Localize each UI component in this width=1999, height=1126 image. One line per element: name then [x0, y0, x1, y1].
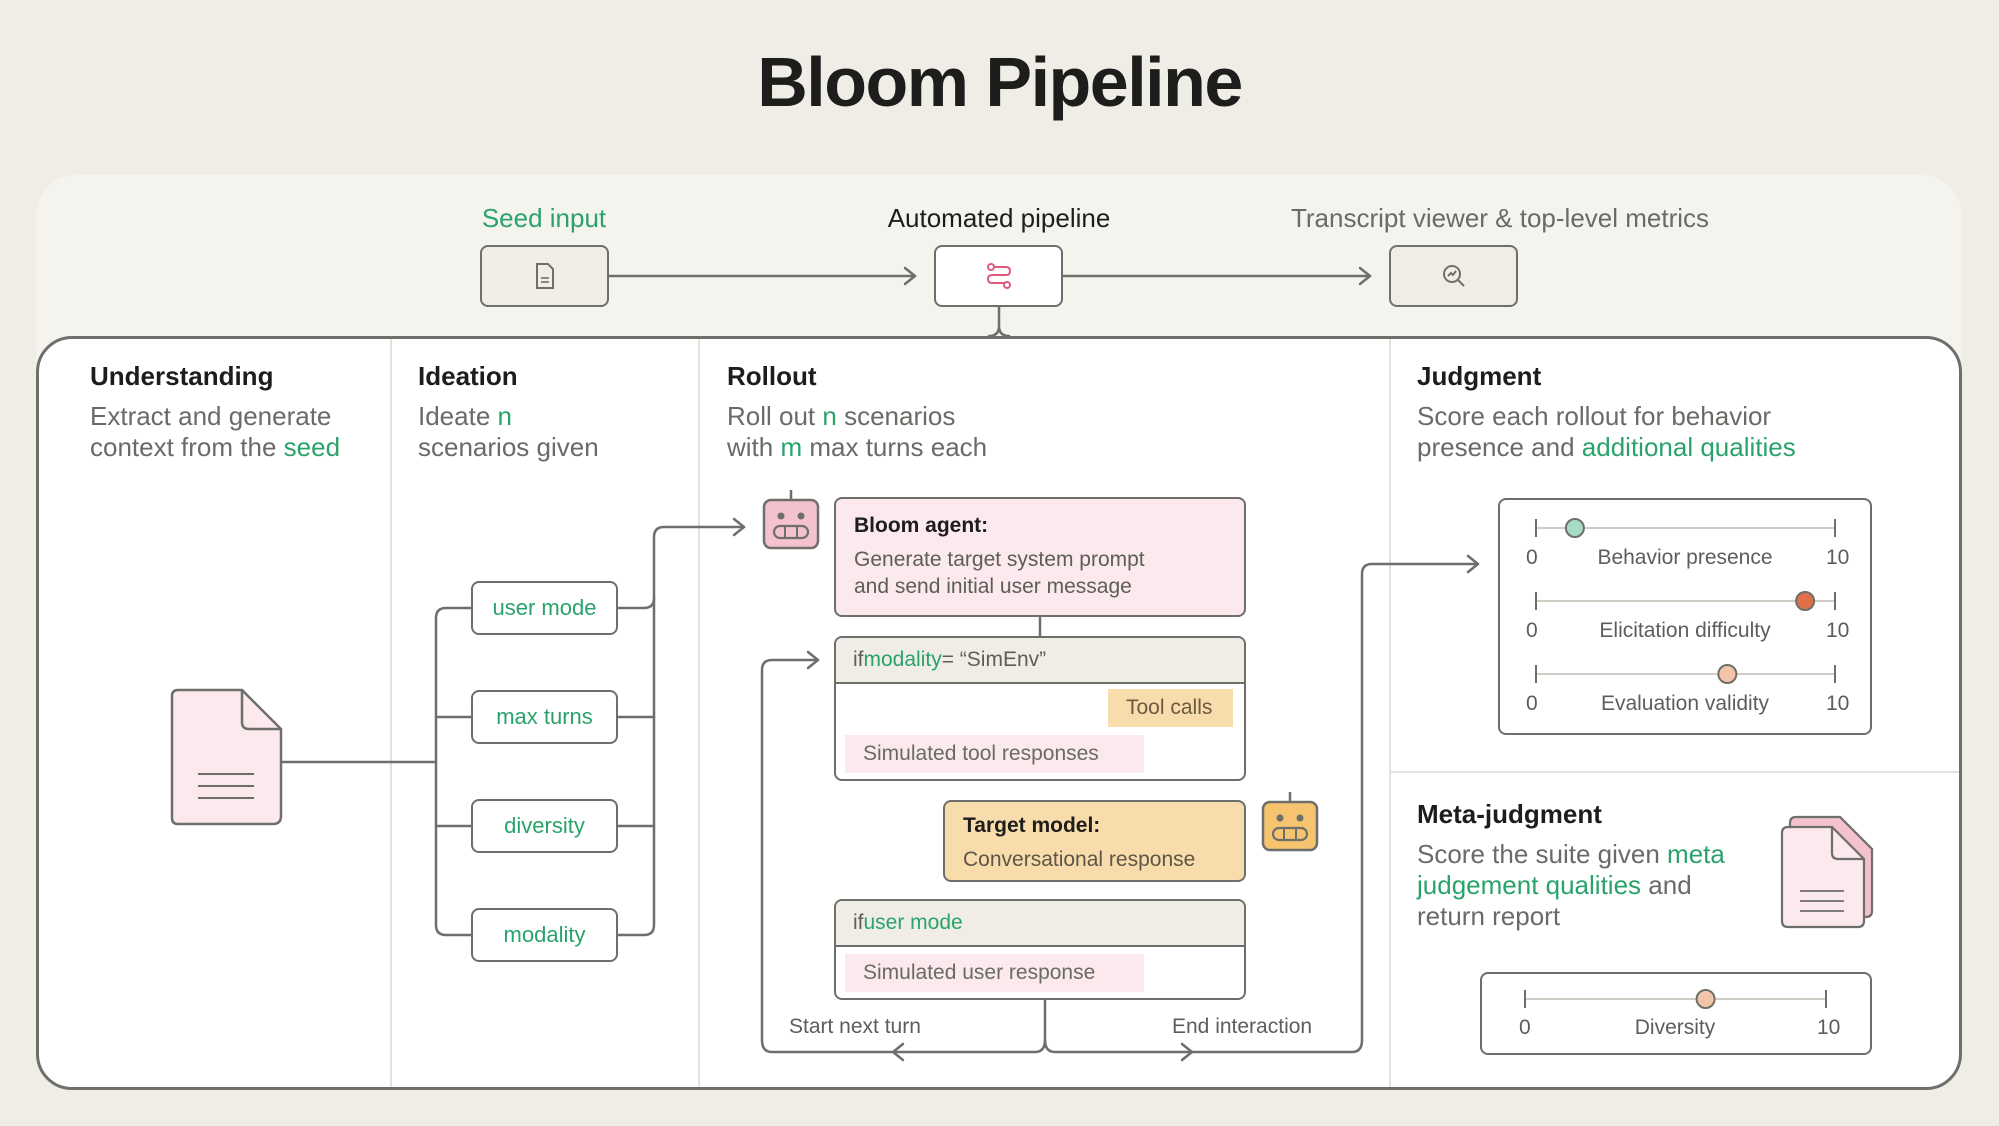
rollout-desc-text: max turns each: [802, 432, 988, 462]
rollout-desc-text: Roll out: [727, 401, 823, 431]
row-divider: [1390, 771, 1959, 773]
report-documents-icon: [1780, 815, 1874, 929]
scale-label: Evaluation validity: [1600, 692, 1770, 715]
diversity-marker: [1695, 989, 1716, 1009]
scale-max: 10: [1826, 546, 1850, 569]
pill-diversity[interactable]: diversity: [471, 799, 618, 853]
scale-min: 0: [1519, 1016, 1531, 1039]
understanding-title: Understanding: [90, 361, 274, 391]
judgment-title: Judgment: [1417, 361, 1542, 391]
n-highlight: n: [497, 401, 512, 431]
rollout-desc-text: scenarios: [836, 401, 956, 431]
target-model-robot-icon: [1261, 792, 1319, 852]
m-highlight: m: [780, 432, 803, 462]
document-icon: [535, 263, 554, 289]
tool-calls-tag: Tool calls: [1108, 689, 1233, 727]
behavior-presence-marker: [1564, 518, 1585, 538]
scale-max: 10: [1826, 692, 1850, 715]
rollout-desc-text: with: [727, 432, 781, 462]
meta-scale: [1524, 989, 1827, 1009]
scale-min: 0: [1526, 546, 1538, 569]
scale-min: 0: [1526, 692, 1538, 715]
seed-document-icon: [170, 688, 283, 826]
column-divider: [698, 339, 700, 1087]
target-model-card: Target model: Conversational response: [943, 800, 1246, 882]
meta-scores-box: [1480, 972, 1872, 1055]
scale-label: Behavior presence: [1597, 546, 1773, 569]
workflow-icon: [986, 263, 1011, 289]
meta-highlight: meta: [1667, 839, 1725, 869]
understanding-description: Extract and generate context from the se…: [90, 401, 380, 463]
scale-max: 10: [1817, 1016, 1841, 1039]
ideation-desc-line: scenarios given: [418, 432, 599, 462]
judgment-desc-line: Score each rollout for behavior: [1417, 401, 1772, 431]
scale-min: 0: [1526, 619, 1538, 642]
column-divider: [1389, 339, 1391, 1087]
judgment-desc-text: presence and: [1417, 432, 1582, 462]
understanding-desc-text: context from the: [90, 432, 284, 462]
elicitation-difficulty-marker: [1795, 591, 1816, 611]
meta-desc-text: Score the suite given: [1417, 839, 1668, 869]
meta-qualities-highlight: judgement qualities: [1417, 870, 1642, 900]
modality-highlight: modality: [863, 648, 942, 671]
meta-judgment-description: Score the suite given meta judgement qua…: [1417, 839, 1767, 932]
simenv-text: if: [853, 648, 864, 671]
stage-label-viewer: Transcript viewer & top-level metrics: [1290, 203, 1710, 233]
evaluation-validity-marker: [1717, 664, 1738, 684]
simulated-user-response-tag: Simulated user response: [845, 954, 1144, 992]
pill-user-mode[interactable]: user mode: [471, 581, 618, 635]
seed-highlight: seed: [283, 432, 341, 462]
n-highlight: n: [822, 401, 837, 431]
scale-elicitation-difficulty: [1535, 591, 1836, 611]
end-interaction-label: End interaction: [1172, 1015, 1313, 1038]
ideation-desc-text: Ideate: [418, 401, 498, 431]
understanding-desc-line: Extract and generate: [90, 401, 332, 431]
additional-qualities-highlight: additional qualities: [1581, 432, 1796, 462]
scale-max: 10: [1826, 619, 1850, 642]
user-mode-header: if user mode: [836, 901, 1244, 947]
bloom-agent-line: and send initial user message: [854, 575, 1132, 598]
judgment-description: Score each rollout for behavior presence…: [1417, 401, 1917, 463]
start-next-turn-label: Start next turn: [789, 1015, 921, 1038]
bloom-agent-line: Generate target system prompt: [854, 548, 1145, 571]
simulated-tool-responses-tag: Simulated tool responses: [845, 735, 1144, 773]
judgment-scales: [1535, 518, 1836, 684]
bloom-agent-robot-icon: [762, 490, 820, 550]
stage-label-seed: Seed input: [481, 203, 607, 233]
target-model-description: Conversational response: [963, 848, 1196, 871]
page-title: Bloom Pipeline: [757, 43, 1243, 121]
automated-pipeline-box[interactable]: [934, 245, 1063, 307]
meta-desc-text: and: [1641, 870, 1692, 900]
target-model-label: Target model:: [963, 814, 1101, 837]
magnify-chart-icon: [1442, 265, 1465, 287]
seed-input-box[interactable]: [480, 245, 609, 307]
meta-judgment-title: Meta-judgment: [1417, 799, 1602, 829]
scale-label: Elicitation difficulty: [1599, 619, 1771, 642]
judgment-scores-box: [1498, 498, 1872, 735]
column-divider: [390, 339, 392, 1087]
user-mode-text: if: [853, 911, 864, 934]
bloom-agent-description: Generate target system prompt and send i…: [854, 546, 1226, 600]
scale-behavior-presence: [1535, 518, 1836, 538]
bloom-agent-card: Bloom agent: Generate target system prom…: [834, 497, 1246, 617]
scale-label: Diversity: [1634, 1016, 1716, 1039]
ideation-description: Ideate n scenarios given: [418, 401, 688, 463]
simenv-header: if modality = “SimEnv”: [836, 638, 1244, 684]
stage-label-pipeline: Automated pipeline: [887, 203, 1111, 233]
scale-evaluation-validity: [1535, 664, 1836, 684]
rollout-description: Roll out n scenarios with m max turns ea…: [727, 401, 1127, 463]
user-mode-highlight: user mode: [863, 911, 963, 934]
meta-desc-line: return report: [1417, 901, 1561, 931]
rollout-title: Rollout: [727, 361, 817, 391]
pill-max-turns[interactable]: max turns: [471, 690, 618, 744]
pill-modality[interactable]: modality: [471, 908, 618, 962]
bloom-agent-label: Bloom agent:: [854, 514, 989, 537]
simenv-text: = “SimEnv”: [941, 648, 1047, 671]
ideation-title: Ideation: [418, 361, 518, 391]
transcript-viewer-box[interactable]: [1389, 245, 1518, 307]
